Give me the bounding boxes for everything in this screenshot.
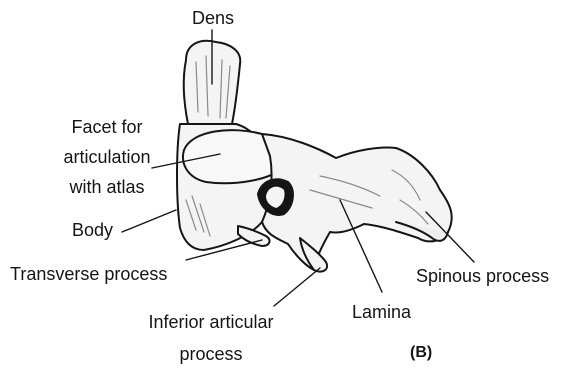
inferior-label-line-1: Inferior articular (136, 306, 286, 338)
facet-label-line-1: Facet for (52, 112, 162, 142)
dens-label: Dens (192, 8, 234, 28)
spinous-process-label: Spinous process (416, 266, 549, 286)
lamina-label: Lamina (352, 302, 411, 322)
facet-label-line-2: articulation (52, 142, 162, 172)
inferior-label-line-2: process (136, 338, 286, 370)
body-leader (122, 210, 176, 232)
body-label: Body (72, 220, 113, 240)
inferior-articular-process-label: Inferior articular process (136, 306, 286, 370)
facet-label: Facet for articulation with atlas (52, 112, 162, 202)
facet-label-line-3: with atlas (52, 172, 162, 202)
inferior-leader (274, 268, 320, 306)
panel-label: (B) (410, 344, 432, 362)
transverse-process-label: Transverse process (10, 264, 167, 284)
